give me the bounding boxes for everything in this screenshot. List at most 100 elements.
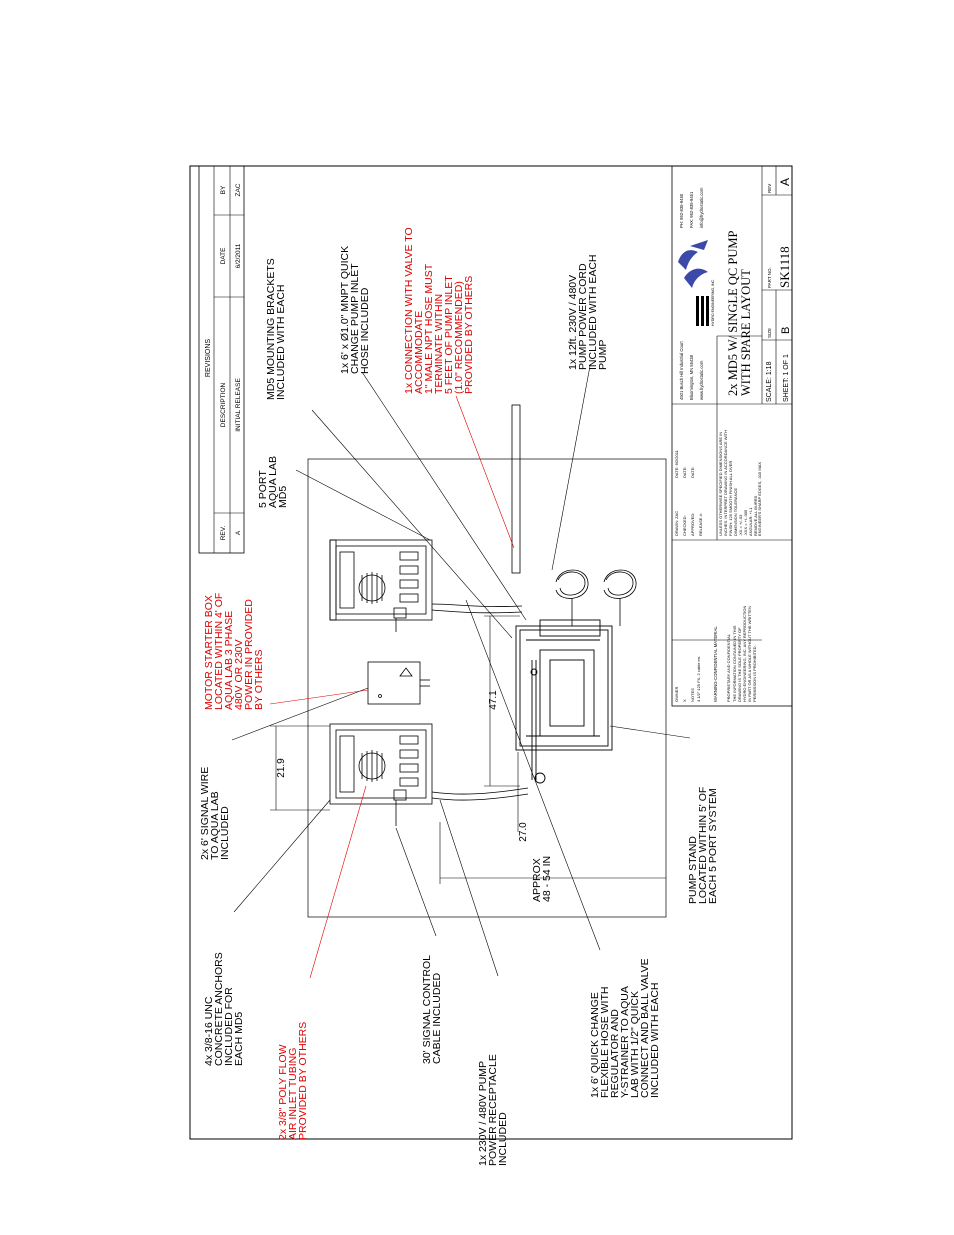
callout-line: FLEXIBLE HOSE WITH [599, 987, 611, 1098]
title-block: 4501 Busch Hill Industrial Court Bloomin… [671, 165, 793, 707]
revision-label: REV [767, 184, 772, 193]
callout-line: (1.0" RECOMMENDED) [453, 281, 465, 394]
poly-flow-callout: 2x 3/8" POLY FLOW AIR INLET TUBING PROVI… [277, 1022, 309, 1140]
company-logo: HYDRO ENGINEERING, INC. [678, 240, 715, 326]
motor-starter-box [367, 661, 430, 705]
approved-by: APPROVED: [690, 513, 695, 536]
pump-stand-callout: PUMP STAND LOCATED WITHIN 5' OF EACH 5 P… [687, 787, 719, 904]
checked-date: DATE: [682, 467, 687, 478]
callout-line: HOSE INCLUDED [359, 287, 371, 374]
date-column-header: DATE [220, 247, 227, 265]
callout-line: MD5 [277, 486, 289, 508]
callout-line: INCLUDED [219, 806, 231, 860]
callout-line: TERMINATE WITHIN [433, 294, 445, 394]
company-address-line-1: 4501 Busch Hill Industrial Court [679, 341, 684, 400]
proprietary-line: HYDRO ENGINEERING, INC. ANY REPRODUCTION [742, 606, 747, 702]
drawing-title-line-2: WITH SPARE LAYOUT [739, 269, 753, 396]
sheet-count: SHEET: 1 OF 1 [783, 354, 790, 402]
callout-line: MD5 MOUNTING BRACKETS [265, 258, 277, 400]
aqua-lab-callout: 5 PORT AQUA LAB MD5 [257, 456, 289, 508]
description-column-header: DESCRIPTION [220, 382, 227, 427]
callout-line: PROVIDED BY OTHERS [463, 276, 475, 394]
mounting-brackets-callout: MD5 MOUNTING BRACKETS INCLUDED WITH EACH [265, 258, 287, 400]
drawing-title-line-1: 2x MD5 W/ SINGLE QC PUMP [726, 231, 740, 396]
callout-line: INCLUDED [497, 1112, 509, 1166]
callout-line: 4x 3/8-16 UNC [203, 996, 215, 1066]
callout-line: INCLUDED WITH EACH [275, 284, 287, 400]
callout-line: LOCATED WITHIN 5' OF [697, 787, 709, 904]
proprietary-title: WARNING-CONFIDENTIAL MATERIAL [713, 626, 718, 702]
dimension-lines [270, 615, 666, 884]
callout-line: PUMP STAND [687, 836, 699, 904]
callout-line: PROVIDED BY OTHERS [297, 1022, 309, 1140]
callout-line: INCLUDED WITH EACH [649, 982, 661, 1098]
dimension-note: ENGINEER'S SHARP EDGES, .015 MAX [757, 462, 762, 536]
dimension-notes: UNLESS OTHERWISE SPECIFIED DIMENSIONS AR… [718, 430, 762, 536]
pump-stand [515, 619, 613, 784]
callout-line: 1x 12ft. 230V / 480V [567, 275, 579, 370]
company-fax: FAX: 952-835-9451 [689, 191, 694, 228]
callout-line: 48 - 54 IN [541, 856, 553, 902]
dimension-note: INCHES. INTERPRET DRAWING IN ACCORDANCE … [723, 430, 728, 536]
callout-line: CHANGE PUMP INLET [349, 263, 361, 374]
callout-line: PUMP POWER CORD [577, 263, 589, 370]
company-address-line-2: Bloomington, MN 55438 [689, 354, 694, 400]
quick-change-hose-callout: 1x 6' QUICK CHANGE FLEXIBLE HOSE WITH RE… [589, 958, 661, 1098]
company-phone: PH: 952-835-9450 [679, 193, 684, 228]
callout-line: BY OTHERS [253, 650, 265, 711]
drawn-by: DRAWN: ZAC [674, 511, 679, 536]
revision-date: 6/2/2011 [235, 243, 242, 268]
callout-line: TO AQUA LAB [209, 791, 221, 860]
callout-line: AQUA LAB [267, 456, 279, 508]
proprietary-line: PROPRIETARY AND CONFIDENTIAL [726, 633, 731, 702]
notes-label: NOTES [690, 688, 695, 702]
proprietary-line: IN PART OR AS A WHOLE WITHOUT THE WRITTE… [747, 606, 752, 702]
leader-lines [231, 365, 691, 977]
rev-column-header: REV. [220, 526, 227, 541]
callout-line: 5 FEET OF PUMP INLET [443, 275, 455, 394]
motor-starter-callout: MOTOR STARTER BOX LOCATED WITHIN 4' OF A… [203, 593, 265, 710]
callout-line: Y-STRAINER TO AQUA [619, 986, 631, 1098]
revisions-heading: REVISIONS [205, 339, 212, 377]
callout-line: CABLE INCLUDED [431, 973, 443, 1064]
dimension-note: .XXX = +/-.005 [743, 509, 748, 536]
aqua-lab-md5-lower [329, 723, 529, 826]
wall-pipe [511, 404, 521, 574]
drawn-date: DATE: 6/2/2011 [674, 449, 679, 478]
callout-line: LAB WITH 1/2" QUICK [629, 991, 641, 1098]
dimension-note: UNLESS OTHERWISE SPECIFIED DIMENSIONS AR… [718, 432, 723, 536]
dimension-21-9: 21.9 [276, 758, 287, 778]
dimension-note: DIMENSION TOLERANCE [733, 488, 738, 536]
proprietary-line: DRAWING IS THE SOLE PROPERTY OF [737, 627, 742, 702]
owner-label: OWNER [674, 687, 679, 702]
company-logo-text: HYDRO ENGINEERING, INC. [711, 279, 715, 326]
callout-line: 1x CONNECTION WITH VALVE TO [403, 227, 415, 394]
callout-line: POWER RECEPTACLE [487, 1054, 499, 1166]
release-number: RELEASE #: [698, 513, 703, 536]
red-leader-lines [269, 395, 515, 979]
proprietary-line: THE INFORMATION CONTAINED IN THIS [732, 625, 737, 702]
callout-line: 1" MALE NPT HOSE MUST [423, 263, 435, 394]
callout-line: 5 PORT [257, 470, 269, 508]
revision-by: ZAC [235, 183, 242, 196]
revision-letter: A [235, 530, 242, 535]
callout-line: AIR INLET TUBING [287, 1048, 299, 1140]
callout-line: 480V OR 230V [233, 639, 245, 710]
control-cable-callout: 30' SIGNAL CONTROL CABLE INCLUDED [421, 955, 443, 1064]
dimension-27-0: 27.0 [518, 822, 529, 842]
mnpt-hose-callout: 1x 6' x Ø1.0" MNPT QUICK CHANGE PUMP INL… [339, 246, 371, 374]
callout-line: MOTOR STARTER BOX [203, 595, 215, 710]
dimension-note: FINISH: 125 SMOOTH FINISH ALL OVER [728, 461, 733, 536]
sheet-size: B [780, 327, 792, 334]
callout-line: 1x 6' x Ø1.0" MNPT QUICK [339, 246, 351, 374]
callout-line: INCLUDED WITH EACH [587, 254, 599, 370]
valve-connection-callout: 1x CONNECTION WITH VALVE TO ACCOMMODATE … [403, 227, 475, 394]
hose-coils [555, 569, 637, 626]
company-email: info@hydrostatic.com [699, 187, 704, 228]
callout-line: 2x 6' SIGNAL WIRE [199, 767, 211, 860]
part-number-label: PART NO. [767, 267, 772, 288]
dimension-note: REMOVE ALL BURRS [753, 495, 758, 536]
callout-line: APPROX [531, 858, 543, 902]
current-revision: A [778, 178, 792, 186]
